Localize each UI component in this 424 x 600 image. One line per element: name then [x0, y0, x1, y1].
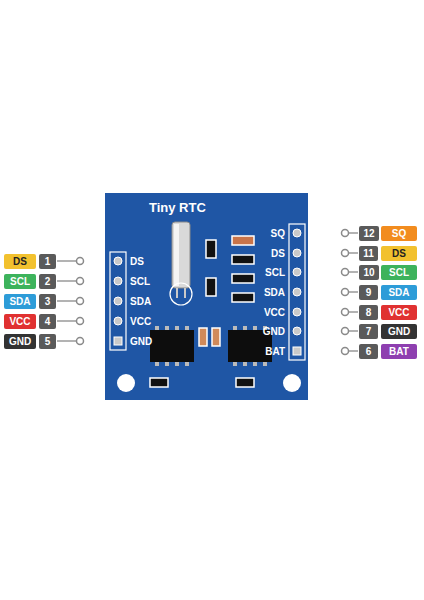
pin-label: DS [130, 256, 144, 267]
pin-label: GND [263, 326, 285, 337]
pin-number: 2 [39, 274, 56, 289]
eeprom-chip [150, 330, 194, 362]
pin-number: 5 [39, 334, 56, 349]
mounting-hole [117, 374, 135, 392]
pin-number: 3 [39, 294, 56, 309]
pin-label: BAT [265, 346, 285, 357]
pin-tag: SQ [381, 226, 417, 241]
pin-label: SDA [264, 287, 285, 298]
pin-callout-text: SDA [388, 287, 409, 298]
pin-callout-text: 5 [45, 336, 51, 347]
pin-callout-text: VCC [9, 316, 30, 327]
crystal-shine [174, 224, 179, 286]
pin-tag: SCL [4, 274, 36, 289]
pin-number: 1 [39, 254, 56, 269]
pin-callout-text: 7 [366, 326, 372, 337]
pin-callout-text: 3 [45, 296, 51, 307]
pin-callout-text: DS [13, 256, 27, 267]
pin-tag: DS [381, 246, 417, 261]
pin-tag: GND [4, 334, 36, 349]
pin-label: SCL [265, 267, 285, 278]
pin-tag: DS [4, 254, 36, 269]
pin-label: VCC [264, 307, 285, 318]
pin-tag: VCC [4, 314, 36, 329]
pin-callout-text: SCL [389, 267, 409, 278]
pin-tag: SDA [381, 285, 417, 300]
pin-tag: BAT [381, 344, 417, 359]
pin-number: 8 [359, 305, 378, 320]
pin-number: 7 [359, 324, 378, 339]
crystal-lead [184, 288, 186, 298]
mounting-hole [283, 374, 301, 392]
leader-lines [57, 229, 358, 366]
pin-number: 12 [359, 226, 379, 241]
circuit-board [105, 193, 308, 400]
pin-header [289, 224, 305, 360]
pin-number: 11 [359, 246, 378, 261]
pin-callout-text: SCL [10, 276, 30, 287]
pin-callout-text: 8 [366, 307, 372, 318]
pin-callout-text: 11 [363, 248, 374, 259]
pin-tag: GND [381, 324, 417, 339]
pin-callout-text: BAT [389, 346, 409, 357]
pin-callout-text: DS [392, 248, 406, 259]
pin-callout-text: VCC [388, 307, 409, 318]
pin-callout-text: 2 [45, 276, 51, 287]
board-title: Tiny RTC [149, 200, 206, 215]
pin-label: GND [130, 336, 152, 347]
pin-number: 9 [359, 285, 378, 300]
pin-callout-text: SQ [392, 228, 406, 239]
crystal-lead [176, 288, 178, 298]
resistors [150, 236, 254, 387]
pin-callout-text: 9 [366, 287, 372, 298]
pin-number: 6 [359, 344, 378, 359]
pin-number: 10 [359, 265, 379, 280]
crystal-outline [170, 283, 192, 305]
pin-callout-text: SDA [9, 296, 30, 307]
pin-label: SCL [130, 276, 150, 287]
pin-callout-text: 6 [366, 346, 372, 357]
pin-header [110, 252, 126, 350]
pin-callout-text: GND [388, 326, 410, 337]
pin-tag: VCC [381, 305, 417, 320]
pin-callout-text: 1 [45, 256, 51, 267]
pin-label: SQ [271, 228, 285, 239]
crystal [172, 222, 190, 288]
pin-tag: SCL [381, 265, 417, 280]
pin-callout-text: 4 [45, 316, 51, 327]
pin-callout-text: 10 [363, 267, 374, 278]
pin-callout-text: 12 [363, 228, 374, 239]
pin-label: VCC [130, 316, 151, 327]
pin-label: DS [271, 248, 285, 259]
pin-tag: SDA [4, 294, 36, 309]
pin-callout-text: GND [9, 336, 31, 347]
pin-label: SDA [130, 296, 151, 307]
pin-number: 4 [39, 314, 56, 329]
